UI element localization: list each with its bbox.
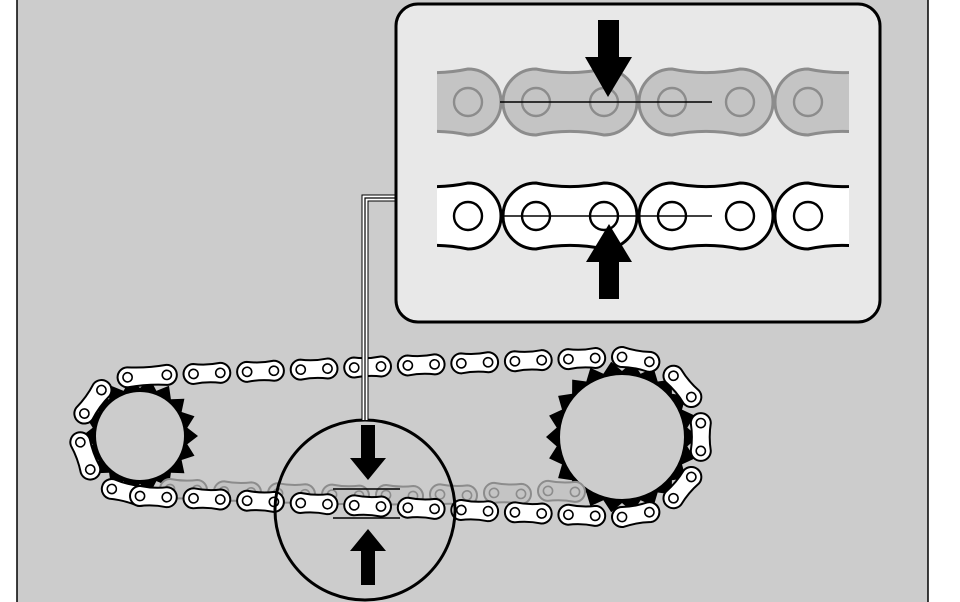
chain-link-icon <box>129 485 178 509</box>
chain-link-icon <box>450 351 500 375</box>
chain-link-icon <box>182 361 232 385</box>
inset-arrow-down-icon <box>585 20 632 97</box>
chain-link-icon <box>236 359 285 383</box>
chain-link-icon <box>437 67 503 137</box>
chain-link-icon <box>689 412 712 462</box>
chain-link-icon <box>503 349 553 373</box>
chain-link-icon <box>662 364 703 409</box>
chain-link-icon <box>662 465 703 510</box>
chain-link-icon <box>503 501 553 525</box>
sprocket-rear-icon <box>546 361 698 513</box>
chain-link-icon <box>343 494 392 518</box>
inset-arrow-up-icon <box>586 224 632 299</box>
chain-link-icon <box>396 353 446 377</box>
chain-link-icon <box>483 481 532 505</box>
magnifier-arrow-down-icon <box>350 425 386 480</box>
chain-link-icon <box>773 181 849 251</box>
chain-link-icon <box>537 479 586 503</box>
chain-link-icon <box>182 487 232 511</box>
magnifier-measure <box>333 488 400 519</box>
chain-loop <box>69 346 712 528</box>
chain-link-icon <box>437 181 503 251</box>
chain-link-icon <box>73 379 113 425</box>
chain-link-icon <box>773 67 849 137</box>
inset-panel <box>394 2 882 324</box>
chain-link-icon <box>557 503 607 527</box>
chain-link-icon <box>69 431 102 481</box>
chain-link-icon <box>116 363 178 389</box>
chain-link-icon <box>289 357 339 381</box>
magnifier-arrow-up-icon <box>350 529 386 585</box>
chain-link-icon <box>611 346 661 373</box>
sprocket-front-icon <box>82 378 198 494</box>
chain-link-icon <box>289 492 339 516</box>
chain-link-icon <box>450 499 500 523</box>
chain-link-icon <box>611 501 661 528</box>
chain-link-icon <box>396 496 446 520</box>
leader-line-outline <box>364 197 396 420</box>
chain-link-icon <box>557 347 607 371</box>
